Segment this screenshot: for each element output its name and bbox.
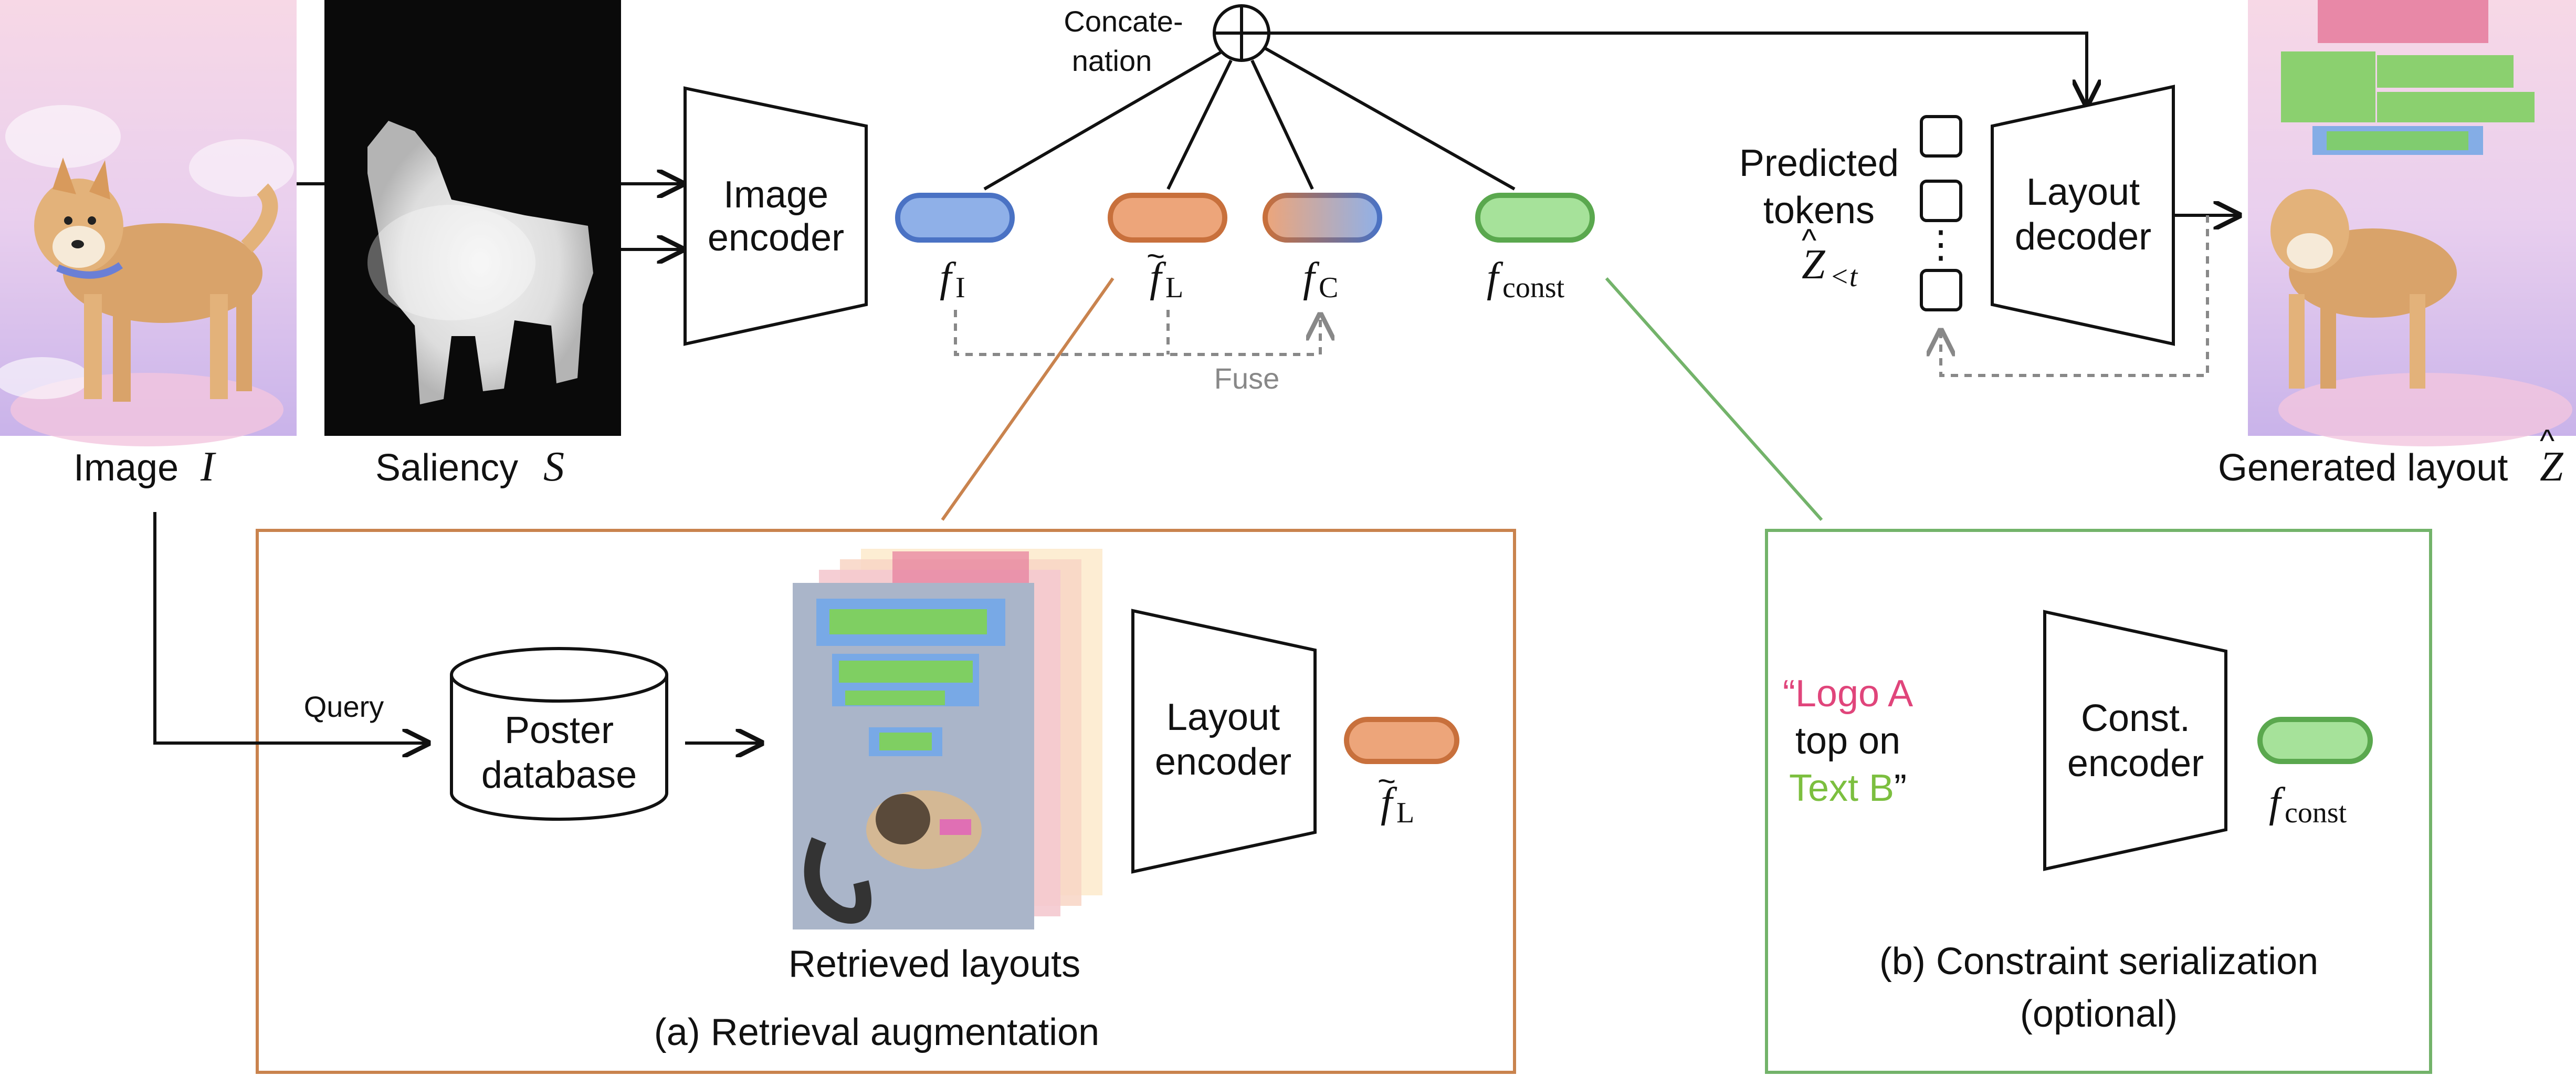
- fconst-to-constraint-panel-line: [1605, 277, 1823, 521]
- predicted-tokens-line2: tokens: [1763, 190, 1875, 232]
- svg-text:const: const: [1502, 271, 1565, 304]
- input-image: [0, 0, 297, 446]
- f-layout-label: f ~ L: [1147, 238, 1183, 304]
- constraint-caption-line1: (b) Constraint serialization: [1879, 941, 2318, 983]
- query-arrow: [153, 512, 428, 743]
- fC-to-concat-line: [1250, 59, 1314, 190]
- f-image-pill: [895, 193, 1015, 243]
- layout-encoder-line2: encoder: [1155, 741, 1291, 783]
- constraint-panel: [1765, 529, 2432, 1074]
- saliency-symbol: S: [543, 444, 564, 490]
- f-image-label: f I: [940, 255, 965, 304]
- image-encoder-line2: encoder: [708, 217, 844, 259]
- svg-text:Text B”: Text B”: [1789, 767, 1907, 809]
- svg-text:Z: Z: [1802, 242, 1826, 288]
- svg-text:⋮: ⋮: [1922, 224, 1960, 266]
- const-encoder-line2: encoder: [2067, 743, 2204, 785]
- predicted-tokens-symbol: Z ^ <t: [1802, 223, 1858, 293]
- f-combined-label: f C: [1303, 255, 1338, 304]
- token-stack: ⋮: [1920, 115, 1962, 311]
- svg-text:“Logo A: “Logo A: [1783, 673, 1913, 715]
- layout-decoder-line1: Layout: [2026, 171, 2140, 213]
- f-layout-tilde: ~: [1147, 238, 1165, 274]
- const-encoder-line1: Const.: [2081, 697, 2190, 739]
- constraint-caption-line2: (optional): [2020, 993, 2178, 1035]
- poster-database-line2: database: [481, 754, 637, 796]
- concat-symbol: [1213, 4, 1270, 62]
- layout-encoder-line1: Layout: [1166, 696, 1280, 738]
- image-symbol: I: [200, 444, 216, 490]
- layout-decoder-block: [1991, 85, 2175, 346]
- concat-to-decoder-arrow: [1269, 32, 2087, 105]
- poster-database-line1: Poster: [504, 709, 614, 751]
- retrieval-caption: (a) Retrieval augmentation: [654, 1011, 1099, 1053]
- fuse-connector: [954, 310, 1320, 356]
- image-encoder-line1: Image: [723, 174, 828, 216]
- layout-decoder-line2: decoder: [2015, 216, 2151, 258]
- generated-layout-image: [2248, 0, 2576, 446]
- const-encoder-block: [2043, 610, 2227, 871]
- svg-text:top on: top on: [1795, 720, 1900, 762]
- generated-layout-label: Generated layout: [2218, 447, 2508, 489]
- constraint-f-const-label: f const: [2269, 780, 2347, 829]
- concat-label-line1: Concate-: [1064, 5, 1183, 38]
- svg-text:I: I: [955, 271, 965, 304]
- svg-text:Z: Z: [2540, 444, 2564, 490]
- autoregressive-feedback-arrow: [1941, 215, 2209, 377]
- fL-to-retrieval-panel-line: [941, 277, 1114, 521]
- constraint-f-const-pill: [2257, 717, 2373, 764]
- layout-encoder-block: [1131, 609, 1317, 874]
- saliency-label: Saliency: [375, 447, 518, 489]
- svg-text:f: f: [940, 255, 956, 301]
- saliency-map: [324, 0, 621, 436]
- layout-text-box-3: [2377, 92, 2535, 122]
- svg-text:f: f: [2269, 780, 2286, 826]
- svg-text:const: const: [2285, 797, 2347, 829]
- f-const-label: f const: [1487, 255, 1565, 304]
- svg-text:<t: <t: [1830, 260, 1858, 293]
- layout-text-box-1: [2281, 51, 2375, 122]
- constraint-text: “Logo A top on Text B”: [1783, 673, 1913, 809]
- f-const-pill: [1475, 193, 1595, 243]
- svg-text:^: ^: [2540, 423, 2554, 458]
- concat-label-line2: nation: [1072, 44, 1152, 77]
- f-combined-pill: [1263, 193, 1382, 243]
- layout-logo-box: [2318, 0, 2488, 43]
- svg-text:L: L: [1165, 271, 1183, 304]
- image-encoder-block: [684, 86, 868, 346]
- f-layout-pill: [1108, 193, 1227, 243]
- retrieval-panel: [256, 529, 1516, 1074]
- fconst-to-concat-line: [1264, 47, 1516, 191]
- svg-text:^: ^: [1802, 223, 1816, 258]
- poster-database-cylinder: [450, 647, 668, 821]
- dog-illustration: [34, 158, 278, 402]
- predicted-tokens-line1: Predicted: [1739, 142, 1899, 184]
- query-label: Query: [304, 690, 384, 723]
- layout-text-box-2: [2377, 55, 2514, 88]
- svg-text:L: L: [1396, 797, 1414, 829]
- retrieval-f-layout-label: f ~ L: [1378, 764, 1414, 829]
- svg-text:~: ~: [1378, 764, 1396, 799]
- svg-text:f: f: [1487, 255, 1503, 301]
- image-label: Image: [73, 447, 178, 489]
- retrieved-layouts-label: Retrieved layouts: [788, 943, 1080, 985]
- fuse-label: Fuse: [1214, 362, 1280, 395]
- svg-text:C: C: [1319, 271, 1338, 304]
- generated-layout-symbol: Z ^: [2540, 423, 2564, 490]
- retrieved-layouts-stack: [793, 549, 1102, 929]
- fL-to-concat-line: [1166, 59, 1233, 190]
- svg-text:f: f: [1303, 255, 1320, 301]
- fI-to-concat-line: [983, 51, 1222, 191]
- retrieval-f-layout-pill: [1344, 717, 1459, 764]
